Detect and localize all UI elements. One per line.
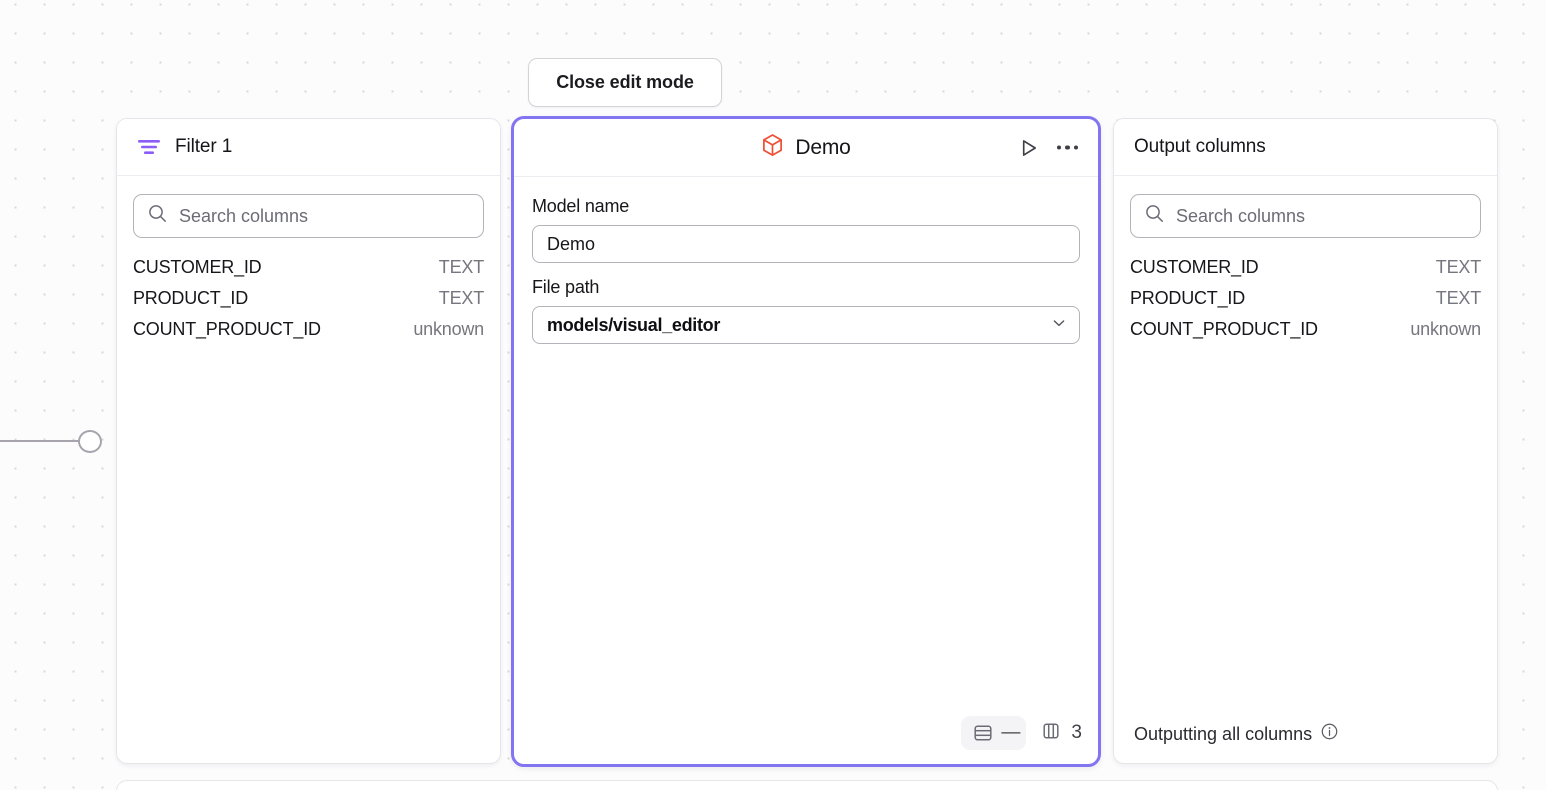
cube-icon bbox=[761, 133, 784, 163]
model-name-input[interactable] bbox=[532, 225, 1080, 263]
search-icon bbox=[148, 204, 167, 228]
file-path-label: File path bbox=[532, 277, 600, 297]
column-type: TEXT bbox=[438, 288, 484, 308]
column-name: CUSTOMER_ID bbox=[133, 257, 262, 277]
list-item[interactable]: CUSTOMER_ID TEXT bbox=[133, 252, 484, 283]
list-item[interactable]: PRODUCT_ID TEXT bbox=[1130, 283, 1481, 314]
filter-panel-title: Filter 1 bbox=[175, 136, 233, 157]
output-search-wrap bbox=[1114, 176, 1497, 238]
column-type: unknown bbox=[1410, 319, 1481, 339]
filter-icon bbox=[137, 138, 175, 156]
output-search-box[interactable] bbox=[1130, 194, 1481, 238]
list-item[interactable]: COUNT_PRODUCT_ID unknown bbox=[133, 314, 484, 345]
filter-column-list: CUSTOMER_ID TEXT PRODUCT_ID TEXT COUNT_P… bbox=[117, 238, 500, 345]
chevron-down-icon bbox=[1051, 315, 1067, 336]
list-item[interactable]: PRODUCT_ID TEXT bbox=[133, 283, 484, 314]
column-name: CUSTOMER_ID bbox=[1130, 257, 1259, 277]
rows-value: — bbox=[1001, 722, 1021, 743]
model-header-actions bbox=[1017, 136, 1081, 159]
model-name-label: Model name bbox=[532, 196, 630, 216]
column-name: PRODUCT_ID bbox=[1130, 288, 1246, 308]
columns-count: 3 bbox=[1071, 722, 1082, 743]
model-title-group: Demo bbox=[761, 133, 851, 163]
output-panel-title: Output columns bbox=[1134, 136, 1266, 157]
model-panel[interactable]: Demo Model name File path models/visual_… bbox=[511, 116, 1101, 767]
output-search-input[interactable] bbox=[1176, 205, 1466, 227]
output-panel-header: Output columns bbox=[1114, 119, 1497, 176]
file-path-select[interactable]: models/visual_editor bbox=[532, 306, 1080, 344]
column-type: TEXT bbox=[1435, 288, 1481, 308]
model-panel-header: Demo bbox=[514, 119, 1098, 177]
column-type: unknown bbox=[413, 319, 484, 339]
filter-search-wrap bbox=[117, 176, 500, 238]
column-type: TEXT bbox=[438, 257, 484, 277]
filter-panel-header: Filter 1 bbox=[117, 119, 500, 176]
column-name: PRODUCT_ID bbox=[133, 288, 249, 308]
close-edit-mode-button[interactable]: Close edit mode bbox=[528, 58, 722, 107]
column-name: COUNT_PRODUCT_ID bbox=[133, 319, 321, 339]
filter-search-input[interactable] bbox=[179, 205, 469, 227]
list-item[interactable]: COUNT_PRODUCT_ID unknown bbox=[1130, 314, 1481, 345]
column-type: TEXT bbox=[1435, 257, 1481, 277]
search-icon bbox=[1145, 204, 1164, 228]
column-count-group: 3 bbox=[1040, 721, 1082, 746]
columns-icon[interactable] bbox=[1040, 721, 1062, 746]
connector-handle[interactable] bbox=[78, 430, 102, 453]
ellipsis-icon[interactable] bbox=[1055, 139, 1081, 156]
bottom-partial-panel[interactable] bbox=[116, 780, 1498, 790]
model-panel-footer: — 3 bbox=[961, 716, 1082, 750]
file-path-value: models/visual_editor bbox=[547, 314, 721, 335]
play-icon[interactable] bbox=[1017, 136, 1040, 159]
filter-search-box[interactable] bbox=[133, 194, 484, 238]
output-footer-text: Outputting all columns bbox=[1134, 723, 1313, 744]
filter-panel[interactable]: Filter 1 CUSTOMER_ID TEXT PRODUCT_ID bbox=[116, 118, 501, 764]
output-columns-panel[interactable]: Output columns CUSTOMER_ID TEXT PRODUCT_… bbox=[1113, 118, 1498, 764]
rows-icon[interactable] bbox=[967, 721, 999, 745]
model-panel-body: Model name File path models/visual_edito… bbox=[514, 177, 1098, 344]
row-count-group: — bbox=[961, 716, 1027, 750]
column-name: COUNT_PRODUCT_ID bbox=[1130, 319, 1318, 339]
output-panel-footer: Outputting all columns bbox=[1114, 705, 1497, 763]
output-column-list: CUSTOMER_ID TEXT PRODUCT_ID TEXT COUNT_P… bbox=[1114, 238, 1497, 345]
connector-edge bbox=[0, 440, 81, 442]
info-icon[interactable] bbox=[1320, 722, 1339, 746]
list-item[interactable]: CUSTOMER_ID TEXT bbox=[1130, 252, 1481, 283]
model-panel-title: Demo bbox=[795, 135, 851, 159]
